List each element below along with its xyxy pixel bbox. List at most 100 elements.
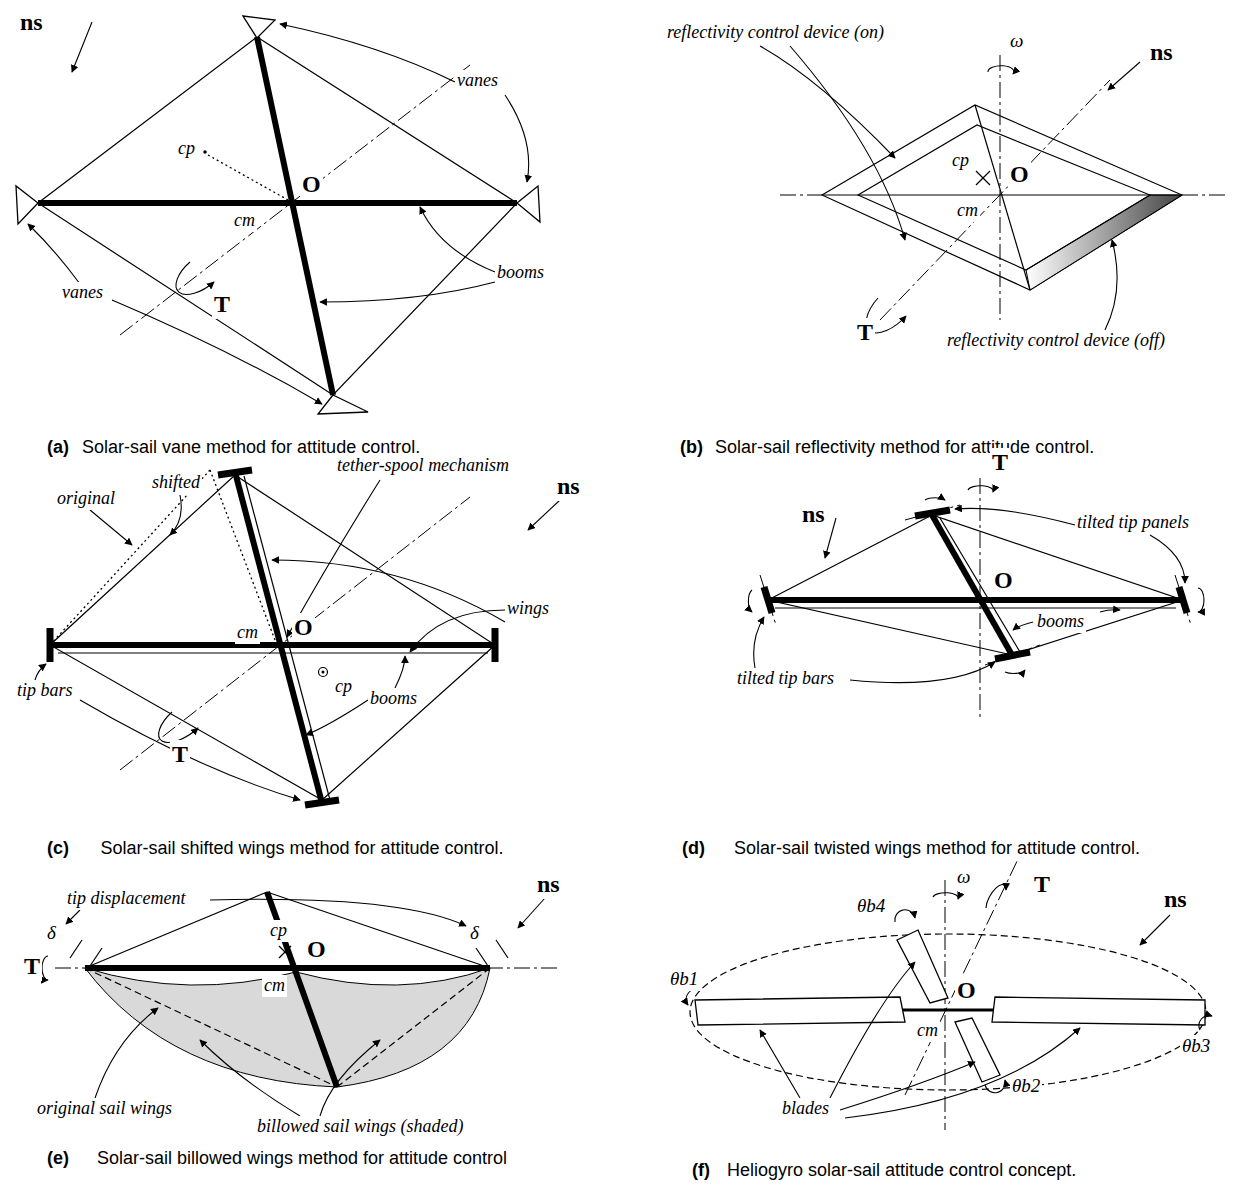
symbol-label: O	[955, 976, 978, 1005]
twisted-wings-sail-part	[1013, 622, 1033, 630]
heliogyro-sail-part	[992, 997, 1205, 1025]
heliogyro-sail-part	[845, 1028, 1080, 1118]
callout-label: cm	[262, 975, 287, 997]
vane-sail-part	[517, 186, 540, 222]
heliogyro-sail-part	[840, 1062, 975, 1110]
vane-sail	[16, 16, 540, 414]
heliogyro-sail-part	[986, 885, 1006, 908]
vane-sail-part	[320, 282, 495, 302]
callout-label: tether-spool mechanism	[335, 455, 511, 477]
shifted-wings-sail-part	[322, 671, 325, 674]
reflectivity-sail-part	[880, 80, 1110, 320]
caption-letter: (f)	[690, 1160, 712, 1182]
angle-label: δ	[45, 922, 58, 945]
symbol-label: T	[170, 740, 190, 769]
symbol-label: ns	[1148, 38, 1175, 67]
billowed-wings-sail-part	[66, 910, 80, 924]
billowed-wings-sail-part	[296, 968, 490, 1087]
shifted-wings-sail-part	[120, 497, 470, 770]
vane-sail-part	[16, 186, 38, 224]
twisted-wings-sail-part	[1100, 610, 1120, 612]
billowed-wings-sail-part	[70, 940, 82, 958]
callout-label: wings	[505, 598, 551, 620]
heliogyro-sail-part	[686, 989, 700, 1005]
heliogyro-sail-part	[895, 910, 915, 922]
twisted-wings-sail-part	[955, 508, 1075, 525]
symbol-label: T	[990, 448, 1010, 477]
twisted-wings-sail-part	[995, 652, 1030, 659]
shifted-wings-sail-part	[319, 668, 328, 677]
shifted-wings-sail-part	[306, 700, 368, 735]
shifted-wings-sail-part	[90, 510, 132, 545]
twisted-wings-sail-part	[768, 515, 1183, 655]
vane-sail-part	[420, 207, 495, 272]
symbol-label: ns	[555, 472, 582, 501]
shifted-wings-sail-part	[47, 628, 54, 662]
callout-label: cm	[955, 200, 980, 222]
billowed-wings-sail-part	[42, 956, 48, 980]
reflectivity-sail-part	[976, 171, 990, 185]
shifted-wings-sail-part	[235, 472, 322, 803]
shifted-wings-sail-part	[528, 500, 560, 530]
callout-label: billowed sail wings (shaded)	[255, 1116, 466, 1138]
caption-text: Solar-sail shifted wings method for atti…	[80, 838, 524, 860]
heliogyro-sail-part	[897, 930, 948, 1003]
twisted-wings-sail-part	[768, 597, 1183, 603]
shifted-wings-sail-part	[50, 475, 495, 800]
angle-label: ω	[955, 866, 972, 889]
callout-label: tilted tip panels	[1075, 512, 1191, 534]
shifted-wings-sail-part	[50, 642, 495, 648]
shifted-wings-sail-part	[305, 800, 339, 805]
caption-letter: (a)	[45, 437, 71, 459]
vane-sail-part	[257, 37, 333, 395]
billowed-wings-sail-part	[90, 948, 102, 966]
vane-sail-part	[38, 37, 517, 395]
billowed-wings-sail-part	[279, 946, 291, 958]
symbol-label: O	[1008, 160, 1031, 189]
billowed-wings-sail-part	[85, 965, 490, 971]
callout-label: cm	[232, 210, 257, 232]
callout-label: booms	[368, 688, 419, 710]
symbol-label: T	[22, 952, 42, 981]
twisted-wings-sail-part	[985, 645, 1040, 665]
callout-label: cp	[268, 920, 289, 942]
twisted-wings-sail-part	[754, 617, 764, 668]
angle-label: θb2	[1010, 1075, 1042, 1098]
twisted-wings-sail-part	[1150, 535, 1185, 583]
shifted-wings-sail-part	[410, 610, 505, 652]
callout-label: original	[55, 488, 117, 510]
vane-sail-part	[280, 24, 455, 82]
symbol-label: O	[305, 935, 328, 964]
shifted-wings-sail-part	[218, 470, 252, 475]
vane-sail-part	[208, 155, 288, 200]
reflectivity-sail	[760, 46, 1225, 333]
caption-letter: (e)	[45, 1148, 71, 1170]
shifted-wings-sail	[35, 470, 560, 805]
heliogyro-sail-part	[955, 1018, 1000, 1082]
heliogyro-sail-part	[830, 962, 915, 1098]
twisted-wings-sail-part	[940, 518, 1020, 652]
callout-label: tilted tip bars	[735, 668, 836, 690]
callout-label: reflectivity control device (on)	[665, 22, 886, 44]
symbol-label: O	[300, 170, 323, 199]
callout-label: blades	[780, 1098, 831, 1120]
caption-text: Solar-sail billowed wings method for att…	[80, 1148, 524, 1170]
callout-label: booms	[495, 262, 546, 284]
angle-label: ω	[1008, 30, 1025, 53]
callout-label: reflectivity control device (off)	[945, 330, 1167, 352]
billowed-wings-sail-part	[210, 899, 466, 926]
billowed-wings-sail-part	[279, 946, 291, 958]
twisted-wings-sail-part	[1179, 587, 1187, 613]
billowed-wings-sail-part	[337, 968, 490, 1087]
twisted-wings-sail-part	[850, 662, 995, 683]
heliogyro-sail-part	[1140, 915, 1170, 945]
twisted-wings-sail-part	[775, 607, 1176, 608]
heliogyro-sail-part	[933, 893, 958, 899]
reflectivity-sail-part	[1000, 55, 1001, 320]
caption-text: Solar-sail twisted wings method for atti…	[715, 838, 1159, 860]
shifted-wings-sail-part	[80, 700, 300, 800]
symbol-label: O	[992, 566, 1015, 595]
symbol-label: T	[855, 318, 875, 347]
reflectivity-sail-part	[780, 195, 822, 196]
